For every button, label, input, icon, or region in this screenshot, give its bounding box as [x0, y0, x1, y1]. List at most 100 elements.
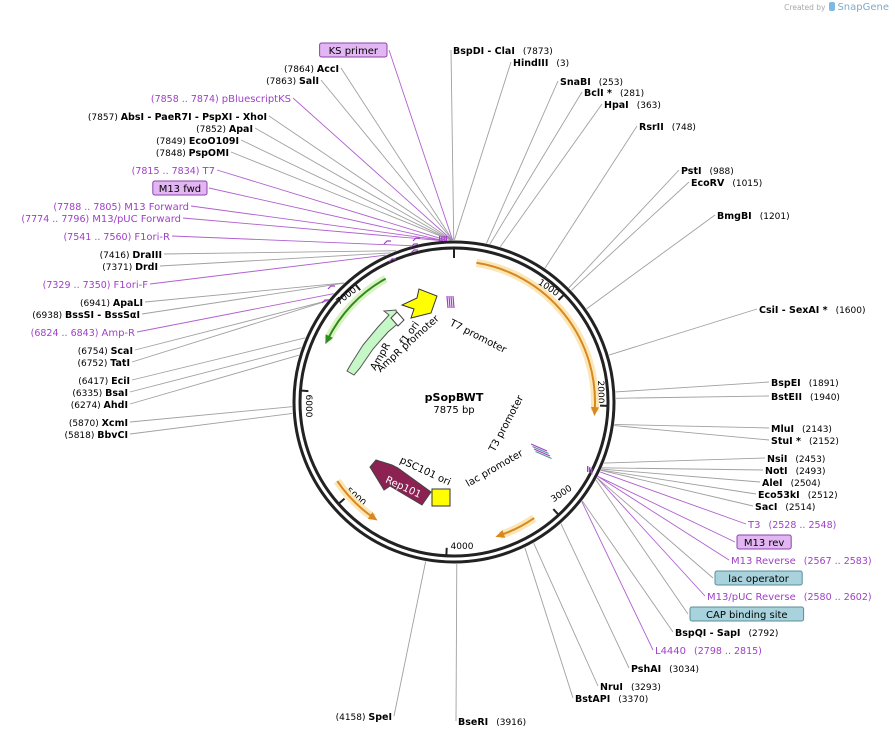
label-name: T3 — [747, 520, 760, 531]
label-position: (3) — [556, 59, 569, 69]
label-text: NotI(2493) — [765, 466, 826, 477]
label-m13-forward: (7788 .. 7805) M13 Forward — [53, 202, 189, 213]
label-position: (2514) — [785, 503, 815, 513]
label-ecorv: EcoRV(1015) — [691, 178, 762, 189]
label-text: (6417) EciI — [78, 376, 130, 387]
t3-lac-stripe — [535, 450, 552, 460]
label-position: (6941) — [80, 299, 113, 309]
green-arc-arrow — [326, 277, 387, 341]
label-name: KS primer — [329, 46, 379, 57]
label-bseri: BseRI(3916) — [458, 717, 526, 728]
label-position: (2493) — [796, 467, 826, 477]
leader-line — [163, 250, 396, 255]
label-leader-lines — [129, 49, 770, 722]
primer-hook-mark — [383, 240, 391, 245]
label-position: (4158) — [336, 713, 369, 723]
label-tail: - BssSαI — [94, 310, 140, 321]
label-text: L4440(2798 .. 2815) — [655, 646, 762, 657]
label-absi: (7857) AbsI - PaeR7I - PspXI - XhoI — [88, 112, 267, 123]
tick-mark — [300, 389, 309, 393]
label-t7: (7815 .. 7834) T7 — [132, 166, 215, 177]
leader-line — [596, 477, 714, 579]
leader-line — [615, 395, 770, 399]
leader-line — [254, 127, 452, 241]
label-position: (7857) — [88, 113, 121, 123]
label-name: AhdI — [104, 400, 128, 411]
label-position: (2512) — [808, 491, 838, 501]
label-box — [152, 180, 208, 196]
label-position: (1940) — [810, 393, 840, 403]
label-box — [689, 606, 805, 622]
label-text: (7852) ApaI — [196, 124, 253, 135]
label-position: (5818) — [64, 431, 97, 441]
label-position: (2143) — [802, 425, 832, 435]
label-text: StuI *(2152) — [771, 436, 839, 447]
label-position: (281) — [620, 89, 644, 99]
label-position: (6824 .. 6843) — [31, 328, 102, 339]
leader-line — [136, 293, 334, 333]
label-rsrii: RsrII(748) — [639, 122, 696, 133]
label-name: F1ori-F — [114, 280, 149, 291]
leader-line — [240, 139, 451, 241]
t7-promoter-stripe — [448, 295, 451, 309]
label-m13-rev: M13 rev — [736, 534, 792, 550]
leader-line — [149, 254, 386, 285]
leader-line — [216, 169, 447, 241]
label-text: (4158) SpeI — [336, 712, 392, 723]
orange-arc-arrow-2-head — [495, 530, 506, 538]
label-text: (7849) EcoO109I — [156, 136, 239, 147]
leader-line — [581, 500, 674, 633]
label-xcmi: (5870) XcmI — [69, 418, 128, 429]
label-text: (6938) BssSI - BssSαI — [32, 310, 140, 321]
primer-cluster-mark — [443, 236, 445, 241]
label-box — [319, 42, 388, 58]
label-name: NruI — [600, 682, 623, 693]
label-position: (7863) — [266, 77, 299, 87]
label-name: Amp-R — [102, 328, 136, 339]
label-position: (7815 .. 7834) — [132, 166, 203, 177]
label-name: SacI — [755, 502, 777, 513]
label-bsssi: (6938) BssSI - BssSαI — [32, 310, 140, 321]
primer-cluster-mark — [589, 467, 591, 474]
leader-line — [393, 561, 427, 717]
label-nsii: NsiI(2453) — [767, 454, 825, 465]
label-name: BssSI — [65, 310, 94, 321]
label-name: CsiI — [759, 305, 778, 316]
label-name: EcoO109I — [189, 136, 239, 147]
label-position: (7774 .. 7796) — [21, 214, 92, 225]
label-psti: PstI(988) — [681, 166, 734, 177]
label-position: (253) — [599, 78, 623, 88]
label-position: (7849) — [156, 137, 189, 147]
leader-line — [129, 354, 300, 405]
tick-label: 2000 — [595, 381, 605, 404]
label-position: (7864) — [284, 65, 317, 75]
leader-line — [141, 282, 344, 315]
label-position: (6754) — [78, 347, 111, 357]
label-name: M13 rev — [744, 538, 785, 549]
label-nrui: NruI(3293) — [600, 682, 661, 693]
label-name: BbvCI — [97, 430, 128, 441]
label-text: (7416) DraIII — [100, 250, 162, 261]
label-bbvci: (5818) BbvCI — [64, 430, 128, 441]
label-text: RsrII(748) — [639, 122, 696, 133]
label-box — [714, 570, 803, 586]
label-text: (6274) AhdI — [71, 400, 128, 411]
leader-line — [544, 125, 638, 269]
label-ecoo109i: (7849) EcoO109I — [156, 136, 239, 147]
label-bspei: BspEI(1891) — [771, 378, 839, 389]
label-position: (7788 .. 7805) — [53, 202, 124, 213]
leader-line — [450, 49, 455, 241]
label-ks-primer: KS primer — [319, 42, 388, 58]
label-position: (5870) — [69, 419, 102, 429]
label-name: HpaI — [604, 100, 629, 111]
leader-line — [134, 300, 328, 351]
label-text: (7864) AccI — [284, 64, 339, 75]
t3-promoter-label: T3 promoter — [487, 393, 527, 455]
label-name: BspQI — [675, 628, 706, 639]
label-text: (5818) BbvCI — [64, 430, 128, 441]
label-box — [736, 534, 792, 550]
green-arc-arrow-head — [325, 334, 333, 345]
leader-line — [455, 563, 458, 722]
label-position: (6274) — [71, 401, 104, 411]
leader-line — [159, 252, 391, 267]
